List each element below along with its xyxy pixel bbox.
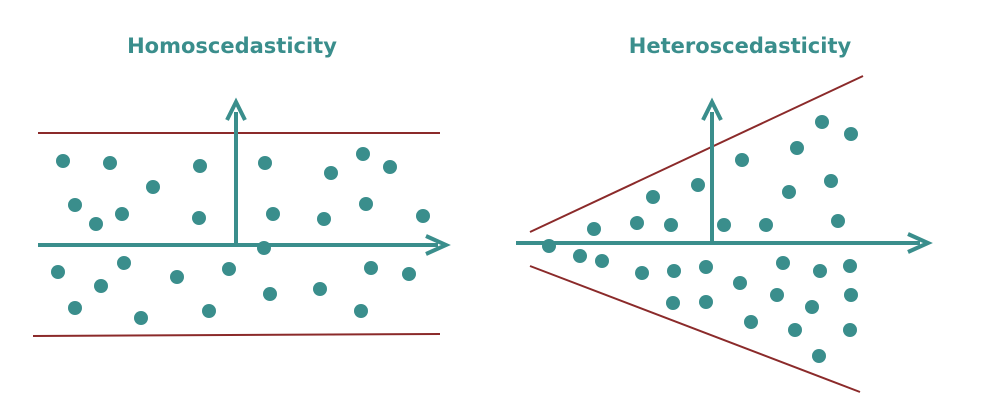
data-point [699,295,713,309]
data-point [770,288,784,302]
data-point [115,207,129,221]
data-point [813,264,827,278]
data-point [117,256,131,270]
homoscedasticity-points [51,147,430,325]
data-point [630,216,644,230]
data-point [844,127,858,141]
data-point [313,282,327,296]
data-point [788,323,802,337]
data-point [831,214,845,228]
y-axis-arrow [701,97,723,243]
data-point [364,261,378,275]
data-point [134,311,148,325]
data-point [759,218,773,232]
data-point [812,349,826,363]
data-point [699,260,713,274]
data-point [744,315,758,329]
data-point [354,304,368,318]
data-point [258,156,272,170]
data-point [664,218,678,232]
data-point [68,301,82,315]
data-point [782,185,796,199]
data-point [666,296,680,310]
data-point [324,166,338,180]
data-point [192,211,206,225]
data-point [717,218,731,232]
data-point [573,249,587,263]
data-point [193,159,207,173]
data-point [844,288,858,302]
data-point [815,115,829,129]
data-point [402,267,416,281]
data-point [805,300,819,314]
data-point [587,222,601,236]
data-point [356,147,370,161]
heteroscedasticity-diagram [516,75,933,393]
data-point [68,198,82,212]
heteroscedasticity-panel: Heteroscedasticity [480,0,1000,416]
heteroscedasticity-title: Heteroscedasticity [628,34,852,58]
data-point [843,323,857,337]
data-point [266,207,280,221]
lower-funnel-line [529,265,861,393]
data-point [416,209,430,223]
data-point [202,304,216,318]
data-point [790,141,804,155]
lower-boundary-line [32,333,441,337]
data-point [146,180,160,194]
homoscedasticity-panel: Homoscedasticity [0,0,480,416]
data-point [735,153,749,167]
data-point [56,154,70,168]
x-axis-arrow [516,232,933,254]
data-point [383,160,397,174]
data-point [733,276,747,290]
homoscedasticity-title: Homoscedasticity [127,34,337,58]
data-point [691,178,705,192]
data-point [170,270,184,284]
data-point [595,254,609,268]
upper-funnel-line [529,75,864,233]
data-point [646,190,660,204]
data-point [94,279,108,293]
data-point [103,156,117,170]
heteroscedasticity-points [542,115,858,363]
x-axis-arrow [38,234,451,256]
data-point [824,174,838,188]
y-axis-arrow [225,97,247,245]
data-point [51,265,65,279]
homoscedasticity-diagram [32,97,451,337]
data-point [843,259,857,273]
data-point [222,262,236,276]
data-point [776,256,790,270]
data-point [635,266,649,280]
data-point [263,287,277,301]
data-point [359,197,373,211]
data-point [89,217,103,231]
data-point [317,212,331,226]
data-point [667,264,681,278]
